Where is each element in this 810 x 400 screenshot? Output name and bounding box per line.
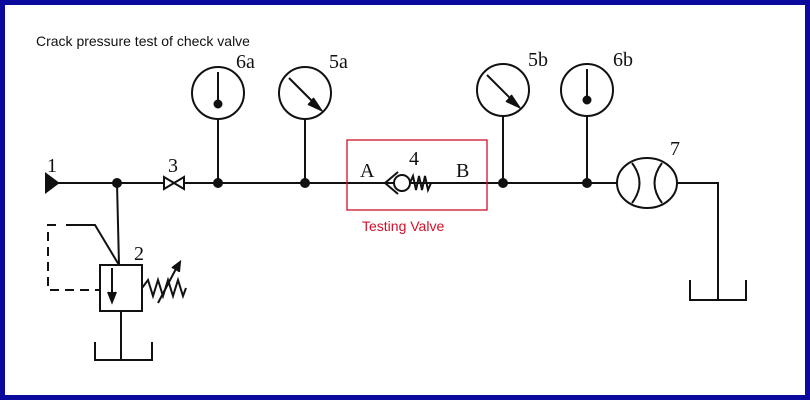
label-6b: 6b (613, 49, 633, 71)
label-5a: 5a (329, 51, 348, 73)
testing-valve-box (346, 139, 488, 211)
testing-valve-label: Testing Valve (362, 218, 444, 234)
label-6a: 6a (236, 51, 255, 73)
pressure-gauge-6b (560, 63, 614, 188)
flowmeter-icon (616, 157, 747, 301)
label-7: 7 (670, 138, 680, 160)
label-5b: 5b (528, 49, 548, 71)
pressure-source-icon (45, 172, 60, 194)
pressure-gauge-5b (476, 63, 530, 188)
pressure-gauge-6a (191, 66, 245, 188)
label-1: 1 (47, 155, 57, 177)
diagram-title: Crack pressure test of check valve (36, 33, 250, 49)
port-b-label: B (456, 160, 469, 182)
port-a-label: A (360, 160, 375, 182)
check-valve-icon (384, 171, 432, 195)
label-2: 2 (134, 243, 144, 265)
pressure-gauge-5a (278, 66, 332, 188)
stop-valve-icon (163, 175, 185, 191)
relief-valve-icon (47, 224, 187, 361)
label-4: 4 (409, 148, 419, 170)
label-3: 3 (168, 155, 178, 177)
